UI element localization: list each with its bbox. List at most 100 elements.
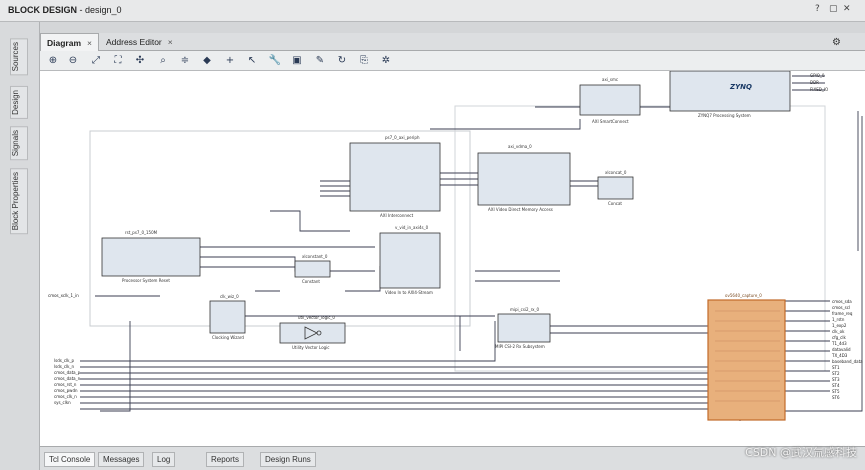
- port-label[interactable]: cmos_xclk_1_in: [48, 293, 79, 298]
- restore-icon[interactable]: ▢: [829, 4, 838, 14]
- fit-full-icon[interactable]: ⤢: [92, 55, 100, 66]
- utility-vector-logic-block[interactable]: util_vector_logic_0 Utility Vector Logic: [279, 315, 346, 350]
- port-label[interactable]: cfg_clk: [832, 335, 846, 340]
- xlconst-title: xlconstant_0: [302, 254, 328, 259]
- port-label[interactable]: cmos_data_n: [54, 376, 81, 381]
- sidebar-tab-block-properties[interactable]: Block Properties: [10, 168, 28, 235]
- close-tab-icon[interactable]: ×: [167, 37, 173, 47]
- port-label[interactable]: cmos_rst_n: [54, 382, 77, 387]
- port-label[interactable]: cmos_data_p: [54, 370, 81, 375]
- axi-interconnect-block[interactable]: ps7_0_axi_periph AXI Interconnect: [349, 135, 441, 218]
- zynq-port-gpio: GPIO_0: [810, 73, 825, 78]
- add-ip-icon[interactable]: +: [225, 55, 235, 66]
- zoom-in-icon[interactable]: ⊕: [48, 55, 58, 66]
- title-bar: BLOCK DESIGN - design_0 ? ▢ ✕: [0, 0, 865, 22]
- select-icon[interactable]: ↖: [247, 55, 257, 66]
- xlconcat-title: xlconcat_0: [605, 170, 627, 175]
- mipi-title: mipi_csi2_rx_0: [510, 307, 540, 312]
- concat-block[interactable]: xlconcat_0 Concat: [597, 170, 634, 206]
- port-label[interactable]: TX_4D3: [831, 353, 848, 358]
- clk-title: clk_wiz_0: [220, 294, 239, 299]
- left-port-labels: cmos_xclk_1_in lsds_clk_p lsds_clk_n cmo…: [48, 293, 81, 405]
- rst-label: Processor System Reset: [122, 278, 170, 283]
- port-label[interactable]: ST5: [832, 389, 840, 394]
- bottom-panel-tabs: Tcl Console Messages Log Reports Design …: [40, 446, 865, 470]
- tab-tcl-console[interactable]: Tcl Console: [44, 452, 96, 467]
- sidebar-tab-signals[interactable]: Signals: [10, 126, 28, 161]
- constant-block[interactable]: xlconstant_0 Constant: [294, 254, 331, 284]
- editor-tabs: Diagram× Address Editor× ⚙: [40, 33, 865, 51]
- gear-icon[interactable]: ⚙: [832, 37, 841, 48]
- zynq-port-fixed-io: FIXED_IO: [810, 87, 828, 92]
- close-tab-icon[interactable]: ×: [87, 38, 92, 48]
- close-icon[interactable]: ✕: [843, 4, 851, 14]
- refresh-icon[interactable]: ↻: [337, 55, 347, 66]
- axi-smartconnect-block[interactable]: axi_smc AXI SmartConnect: [579, 77, 641, 124]
- tab-messages[interactable]: Messages: [98, 452, 145, 467]
- align-icon[interactable]: ≑: [180, 55, 190, 66]
- rst-title: rst_ps7_0_150M: [125, 230, 158, 235]
- ps7-axi-title: ps7_0_axi_periph: [385, 135, 420, 140]
- help-icon[interactable]: ?: [815, 4, 820, 14]
- tab-design-runs[interactable]: Design Runs: [260, 452, 316, 467]
- block-diagram-canvas[interactable]: processing_system7_0 ZYNQ ZYNQ7 Processi…: [40, 71, 865, 446]
- axi-vdma-block[interactable]: axi_vdma_0 AXI Video Direct Memory Acces…: [477, 144, 571, 212]
- vdma-title: axi_vdma_0: [508, 144, 532, 149]
- port-label[interactable]: ST3: [832, 377, 840, 382]
- port-label[interactable]: clk_ok: [832, 329, 845, 334]
- vdma-label: AXI Video Direct Memory Access: [488, 207, 553, 212]
- video-in-axi4s-block[interactable]: v_vid_in_axi4s_0 Video In to AXI4-Stream: [379, 225, 441, 295]
- search-icon[interactable]: ⌕: [160, 55, 166, 66]
- net-wires: [80, 75, 863, 421]
- window-title: BLOCK DESIGN - design_0: [8, 5, 122, 15]
- zynq-processing-system-block[interactable]: processing_system7_0 ZYNQ ZYNQ7 Processi…: [669, 71, 828, 118]
- port-label[interactable]: cmos_pwdn: [54, 388, 78, 393]
- port-label[interactable]: lsds_clk_n: [54, 364, 74, 369]
- validate-icon[interactable]: ◆: [203, 55, 211, 66]
- port-label[interactable]: ST1: [832, 365, 840, 370]
- settings-icon[interactable]: ✲: [381, 55, 391, 66]
- properties-icon[interactable]: 🔧: [268, 55, 282, 66]
- port-label[interactable]: ST6: [832, 395, 840, 400]
- custom-ip-title: ov5640_capture_0: [725, 293, 762, 298]
- zoom-out-icon[interactable]: ⊖: [68, 55, 78, 66]
- tab-address-editor[interactable]: Address Editor×: [106, 37, 173, 47]
- left-sidebar: Sources Design Signals Block Properties: [0, 22, 40, 470]
- port-label[interactable]: cmos_scl: [832, 305, 850, 310]
- zynq-logo: ZYNQ: [729, 83, 752, 91]
- port-label[interactable]: cmos_clk_n: [54, 394, 77, 399]
- sidebar-tab-design[interactable]: Design: [10, 86, 28, 119]
- port-label[interactable]: datavalid: [832, 347, 851, 352]
- port-label[interactable]: 1_rstn: [832, 317, 845, 322]
- fit-selection-icon[interactable]: ⛶: [114, 55, 122, 66]
- vector-title: util_vector_logic_0: [298, 315, 335, 320]
- port-label[interactable]: T1_4d3: [831, 341, 847, 346]
- port-label[interactable]: lsds_clk_p: [54, 358, 74, 363]
- port-label[interactable]: ST2: [832, 371, 840, 376]
- port-label[interactable]: ST4: [832, 383, 840, 388]
- axi-smc-title: axi_smc: [602, 77, 618, 82]
- clocking-wizard-block[interactable]: clk_wiz_0 Clocking Wizard: [209, 294, 246, 340]
- pin-icon[interactable]: ✎: [315, 55, 325, 66]
- port-label[interactable]: 1_exp2: [832, 323, 847, 328]
- port-label[interactable]: cmos_sda: [832, 299, 852, 304]
- zynq-block-label: ZYNQ7 Processing System: [698, 113, 751, 118]
- zynq-port-ddr: DDR: [810, 80, 819, 85]
- tab-diagram[interactable]: Diagram×: [40, 33, 99, 51]
- sidebar-tab-sources[interactable]: Sources: [10, 38, 28, 76]
- tab-reports[interactable]: Reports: [206, 452, 245, 467]
- export-icon[interactable]: ⎘: [360, 55, 368, 66]
- port-label[interactable]: sys_clkn: [54, 400, 71, 405]
- processor-system-reset-block[interactable]: rst_ps7_0_150M Processor System Reset: [101, 230, 201, 283]
- auto-connect-icon[interactable]: ✣: [135, 55, 145, 66]
- port-label[interactable]: frame_req: [832, 311, 853, 316]
- mipi-csi2-rx-block[interactable]: mipi_csi2_rx_0 MIPI CSI-2 Rx Subsystem: [495, 307, 551, 349]
- regenerate-icon[interactable]: ▣: [292, 55, 302, 66]
- xlconst-label: Constant: [302, 279, 320, 284]
- mipi-label: MIPI CSI-2 Rx Subsystem: [495, 344, 545, 349]
- xlconcat-label: Concat: [608, 201, 622, 206]
- custom-capture-ip-block[interactable]: ov5640_capture_0: [707, 293, 786, 421]
- port-label[interactable]: baseband_data: [832, 359, 863, 364]
- ps7-axi-label: AXI Interconnect: [380, 213, 414, 218]
- tab-log[interactable]: Log: [152, 452, 176, 467]
